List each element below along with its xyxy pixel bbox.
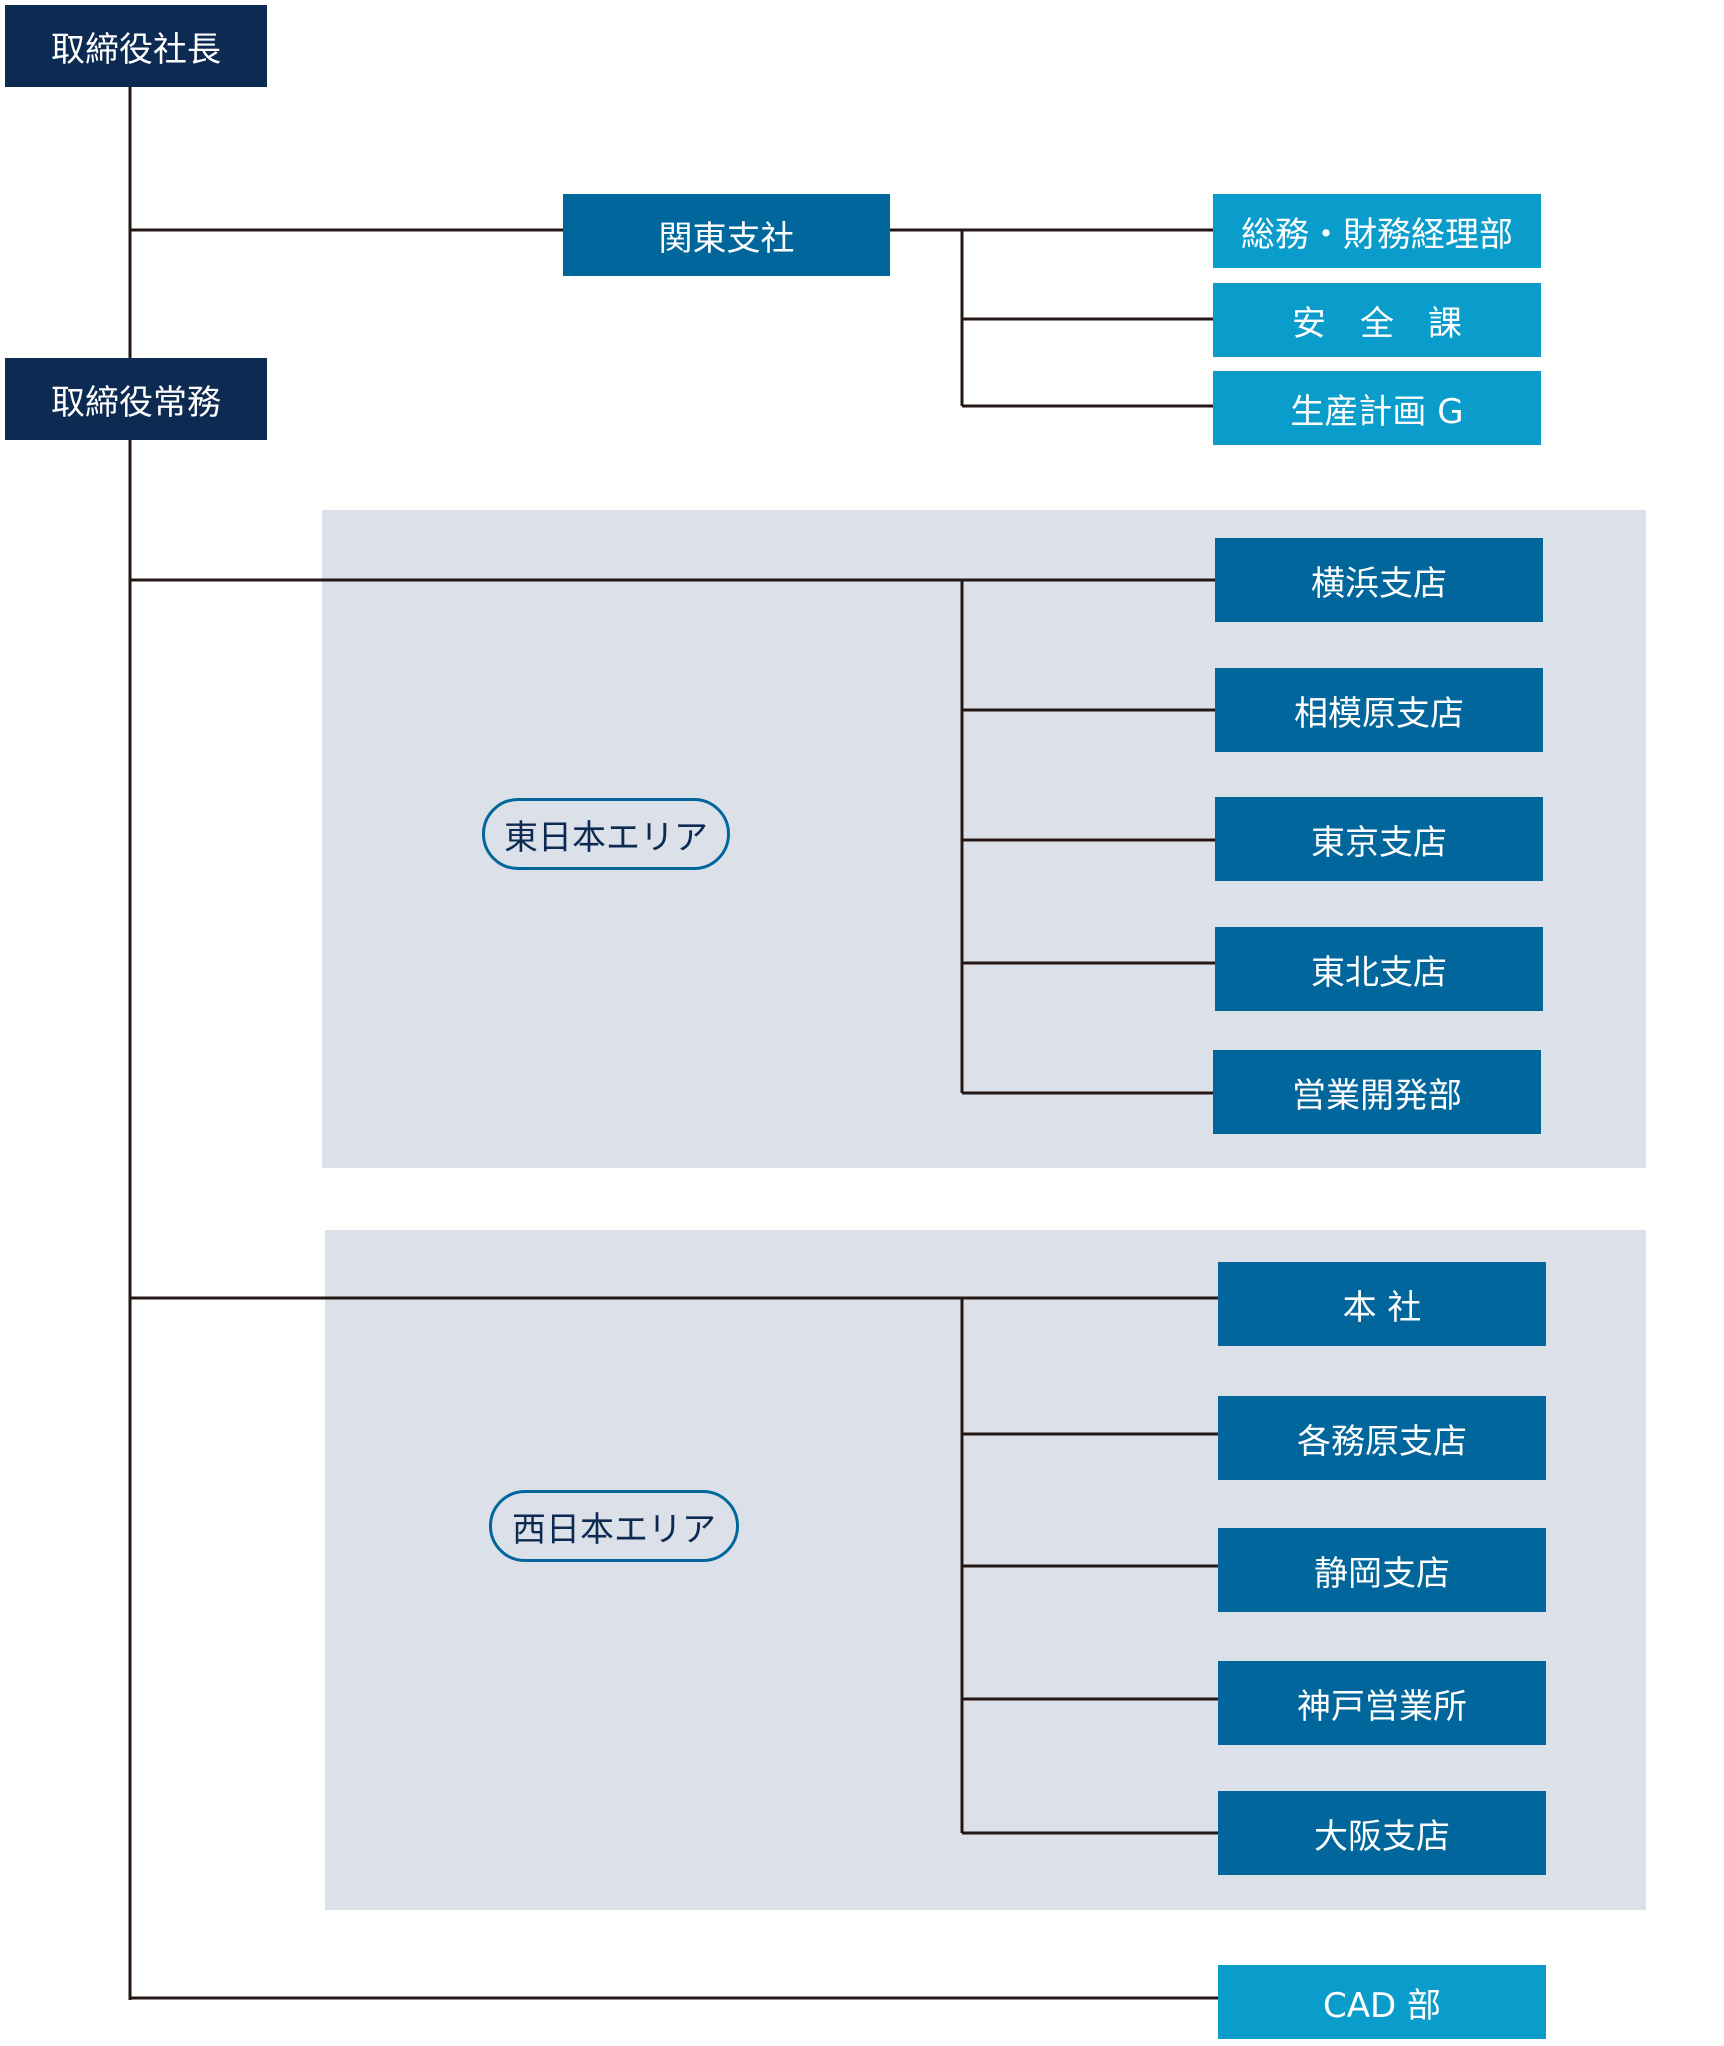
- managing-director-box: 取締役常務: [5, 358, 267, 440]
- east-branch-tohoku: 東北支店: [1215, 927, 1543, 1011]
- kanto-office-box: 関東支社: [563, 194, 890, 276]
- west-branch-kakamigahara: 各務原支店: [1218, 1396, 1546, 1480]
- east-branch-tokyo: 東京支店: [1215, 797, 1543, 881]
- president-box: 取締役社長: [5, 5, 267, 87]
- east-branch-sagamihara: 相模原支店: [1215, 668, 1543, 752]
- west-branch-shizuoka: 静岡支店: [1218, 1528, 1546, 1612]
- west-sales-office-kobe: 神戸営業所: [1218, 1661, 1546, 1745]
- east-branch-yokohama: 横浜支店: [1215, 538, 1543, 622]
- production-planning-group-box: 生産計画 G: [1213, 371, 1541, 445]
- safety-section-box: 安 全 課: [1213, 283, 1541, 357]
- cad-dept-box: CAD 部: [1218, 1965, 1546, 2039]
- west-japan-area-label: 西日本エリア: [489, 1490, 739, 1562]
- east-sales-development-dept: 営業開発部: [1213, 1050, 1541, 1134]
- general-affairs-finance-dept-box: 総務・財務経理部: [1213, 194, 1541, 268]
- east-japan-area-label: 東日本エリア: [482, 798, 730, 870]
- west-branch-osaka: 大阪支店: [1218, 1791, 1546, 1875]
- west-head-office: 本 社: [1218, 1262, 1546, 1346]
